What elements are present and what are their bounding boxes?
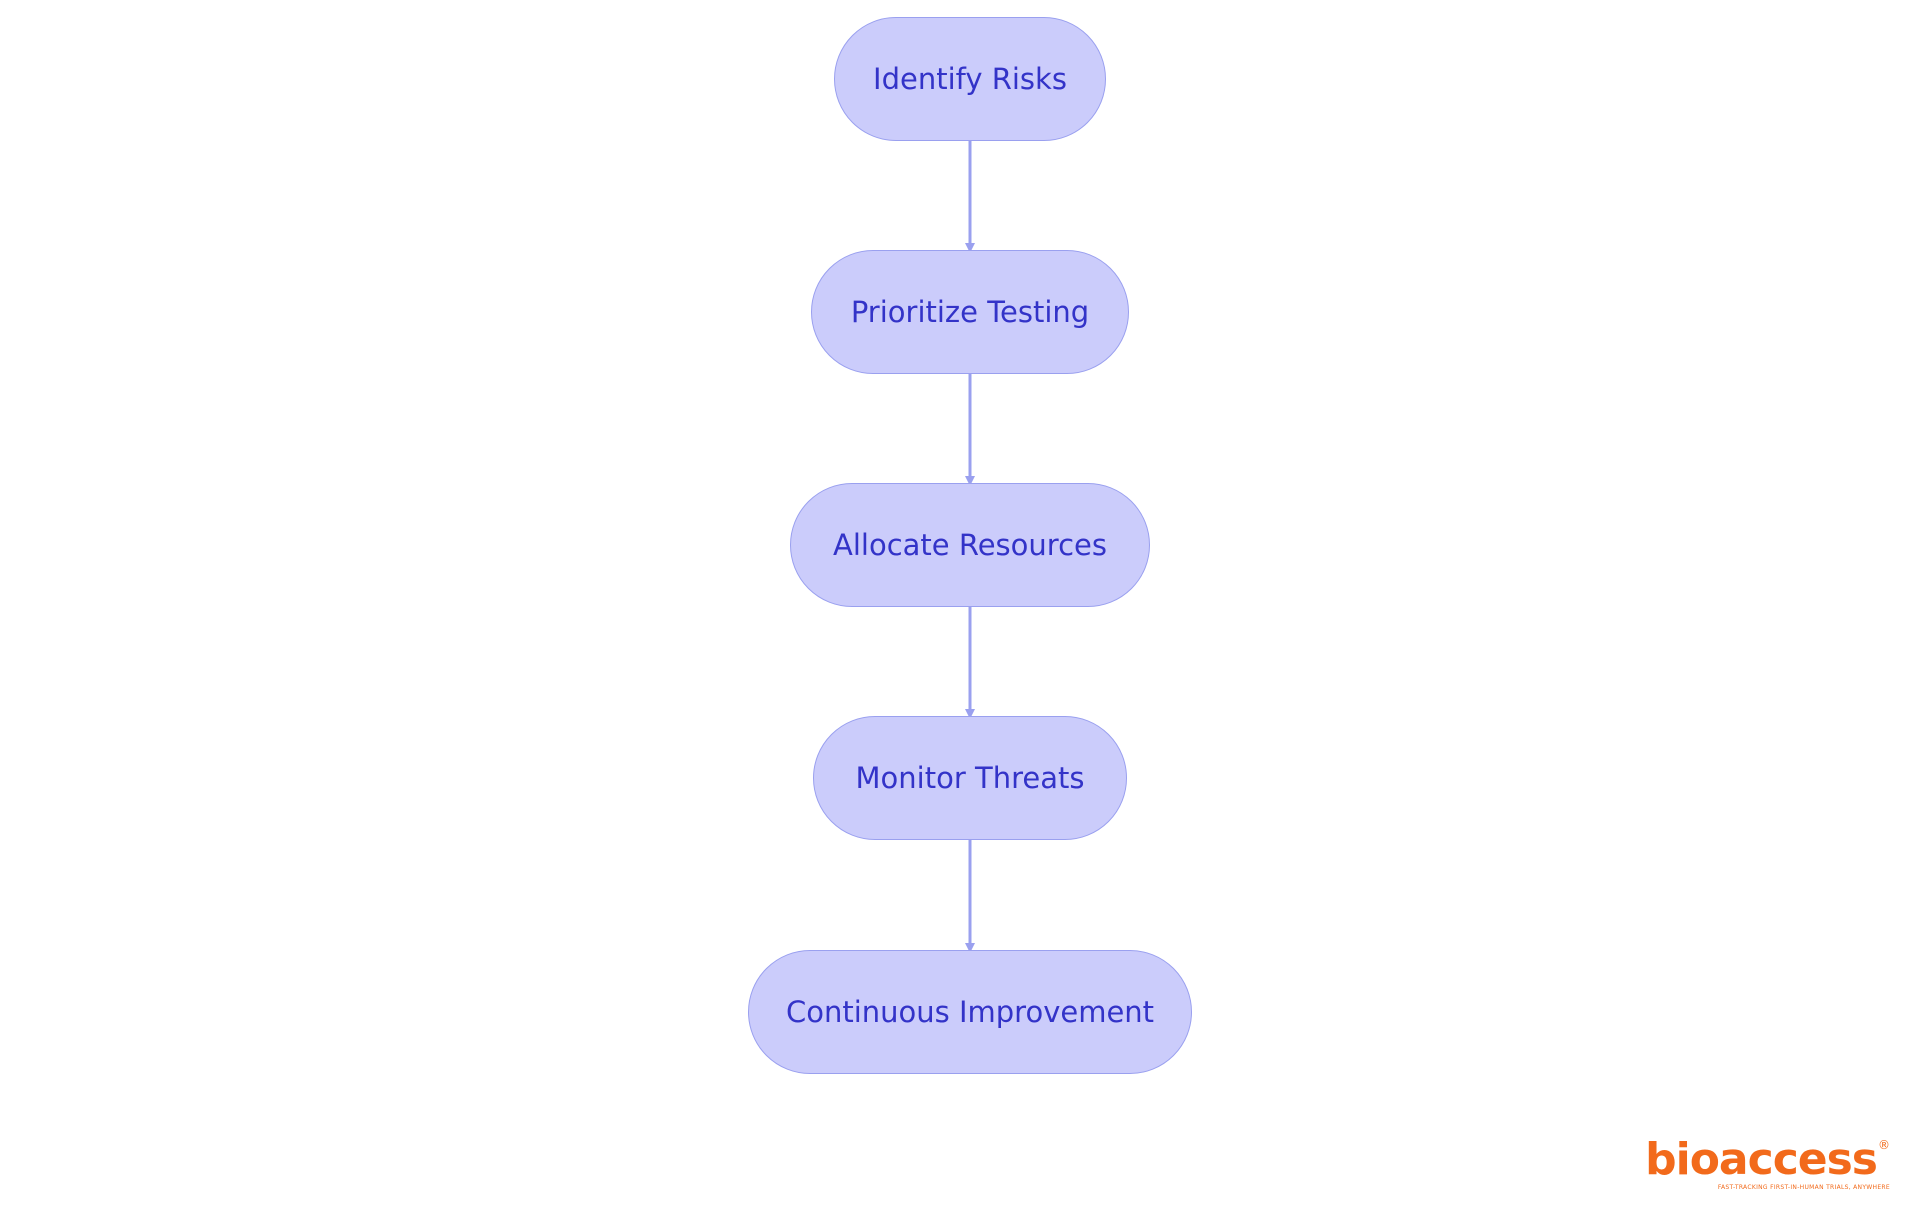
node-label: Identify Risks xyxy=(873,62,1067,96)
node-label: Monitor Threats xyxy=(855,761,1085,795)
bioaccess-logo: bioaccess® FAST-TRACKING FIRST-IN-HUMAN … xyxy=(1640,1138,1890,1193)
registered-mark: ® xyxy=(1878,1138,1890,1152)
node-identify-risks: Identify Risks xyxy=(834,17,1106,141)
node-label: Continuous Improvement xyxy=(785,995,1155,1029)
node-continuous-improvement: Continuous Improvement xyxy=(748,950,1192,1074)
node-prioritize-testing: Prioritize Testing xyxy=(811,250,1129,374)
node-label: Allocate Resources xyxy=(833,528,1107,562)
node-allocate-resources: Allocate Resources xyxy=(790,483,1150,607)
node-monitor-threats: Monitor Threats xyxy=(813,716,1127,840)
logo-tagline: FAST-TRACKING FIRST-IN-HUMAN TRIALS, ANY… xyxy=(1717,1184,1890,1191)
logo-wordmark: bioaccess xyxy=(1645,1134,1878,1185)
node-label: Prioritize Testing xyxy=(850,295,1090,329)
